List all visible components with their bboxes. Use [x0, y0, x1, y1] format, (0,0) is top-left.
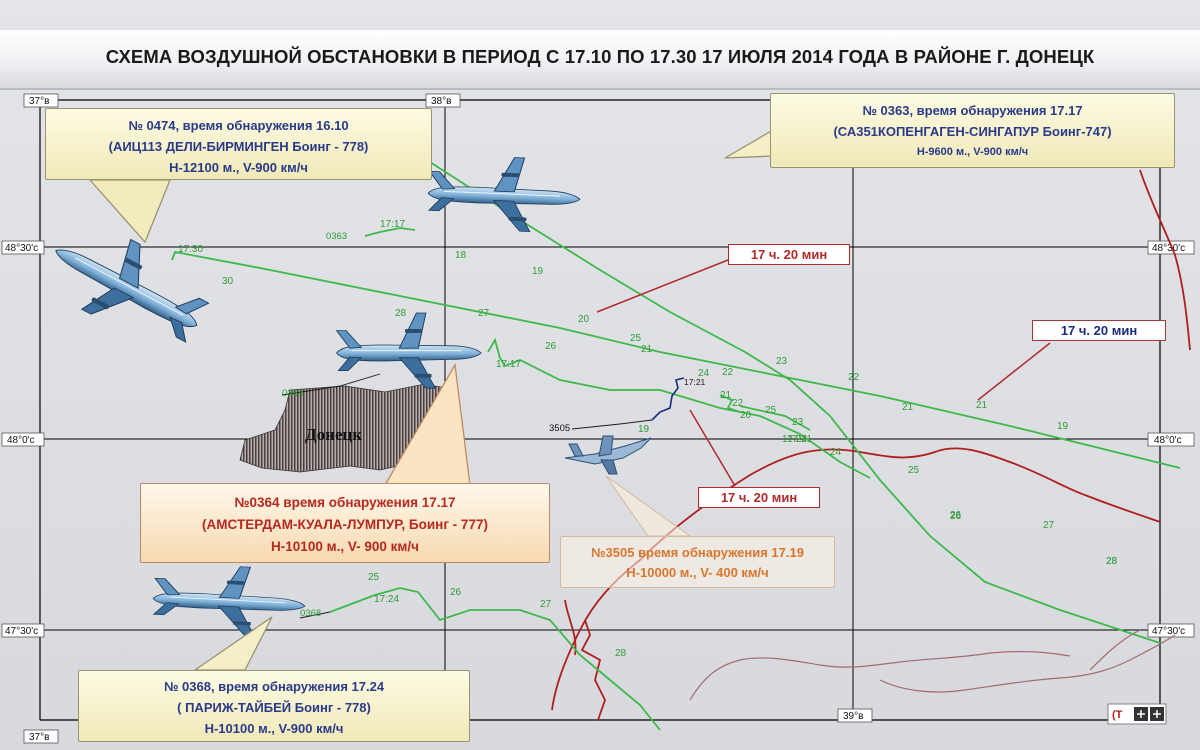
airliner-icon — [425, 153, 584, 235]
marker: 28 — [1106, 556, 1118, 567]
latitude-label: 47°30'с — [1152, 626, 1185, 637]
longitude-label: 38°в — [431, 96, 451, 107]
marker: 26 — [545, 341, 557, 352]
latitude-label: 48°30'с — [5, 243, 38, 254]
marker: 20 — [740, 410, 752, 421]
marker: 25 — [908, 465, 920, 476]
marker: 25 — [630, 333, 642, 344]
marker: 26 — [950, 510, 962, 521]
track-label: 0368 — [300, 608, 321, 619]
callout-pointers — [88, 128, 1051, 671]
airliner-icon — [336, 312, 482, 389]
marker: 25 — [765, 405, 777, 416]
callout-line: (АМСТЕРДАМ-КУАЛА-ЛУМПУР, Боинг - 777) — [202, 517, 488, 532]
marker: 17:17 — [380, 219, 405, 230]
marker: 17:21 — [787, 434, 812, 445]
red-routes — [551, 169, 1191, 721]
latitude-label: 48°0'с — [7, 435, 35, 446]
marker: 28 — [1106, 556, 1118, 567]
marker: 27 — [540, 599, 552, 610]
marker: 24 — [830, 447, 842, 458]
track-label: 0363 — [326, 231, 347, 242]
marker: 19 — [638, 424, 650, 435]
marker: 17:17 — [496, 359, 521, 370]
callout-flight-0368: № 0368, время обнаружения 17.24 ( ПАРИЖ-… — [78, 670, 470, 742]
marker: 19 — [1057, 421, 1069, 432]
marker: 23 — [776, 356, 788, 367]
callout-flight-0363: № 0363, время обнаружения 17.17 (СА351КО… — [770, 93, 1175, 168]
longitude-label: 39°в — [843, 711, 863, 722]
time-label: 17 ч. 20 мин — [728, 244, 850, 265]
marker: 17:30 — [178, 244, 203, 255]
marker: 23 — [792, 417, 804, 428]
callout-flight-3505: №3505 время обнаружения 17.19 Н-10000 м.… — [560, 536, 835, 588]
marker: 17:24 — [374, 594, 399, 605]
longitude-label: 37°в — [29, 96, 49, 107]
map-toolbar-icons[interactable]: (Т — [1107, 703, 1167, 725]
callout-line: № 0474, время обнаружения 16.10 — [128, 118, 349, 133]
callout-line: №3505 время обнаружения 17.19 — [591, 545, 804, 560]
marker: 26 — [950, 511, 962, 522]
callout-line: №0364 время обнаружения 17.17 — [234, 495, 456, 510]
marker: 22 — [722, 367, 734, 378]
track-label: 3505 — [549, 423, 570, 434]
city-label: Донецк — [305, 425, 362, 444]
time-label: 17 ч. 20 мин — [698, 487, 820, 508]
marker: 19 — [532, 266, 544, 277]
marker: 21 — [641, 344, 653, 355]
callout-line: Н-10100 м., V- 900 км/ч — [271, 539, 419, 554]
marker: 28 — [615, 648, 627, 659]
callout-line: Н-12100 м., V-900 км/ч — [169, 160, 308, 175]
marker: 24 — [698, 368, 710, 379]
air-situation-map: 37°в 38°в 39°в 37°в 48°30'с 48°30'с 48°0… — [1, 93, 1195, 744]
callout-line: ( ПАРИЖ-ТАЙБЕЙ Боинг - 778) — [177, 700, 371, 715]
marker: 17:24 — [782, 434, 807, 445]
latitude-label: 48°0'с — [1154, 435, 1182, 446]
longitude-label: 37°в — [29, 732, 49, 743]
airliner-icon — [36, 210, 219, 362]
page-title: СХЕМА ВОЗДУШНОЙ ОБСТАНОВКИ В ПЕРИОД С 17… — [105, 46, 1095, 67]
track-3505 — [651, 377, 685, 421]
callout-line: (АИЦ113 ДЕЛИ-БИРМИНГЕН Боинг - 778) — [108, 139, 369, 154]
brown-routes — [689, 629, 1176, 701]
airliner-icon — [149, 561, 309, 639]
marker: 21 — [902, 402, 914, 413]
title-bar: СХЕМА ВОЗДУШНОЙ ОБСТАНОВКИ В ПЕРИОД С 17… — [0, 30, 1200, 90]
marker: 18 — [455, 250, 467, 261]
marker: 21 — [720, 390, 732, 401]
track-label: 17:21 — [684, 377, 706, 387]
callout-flight-0474: № 0474, время обнаружения 16.10 (АИЦ113 … — [45, 108, 432, 180]
callout-flight-0364: №0364 время обнаружения 17.17 (АМСТЕРДАМ… — [140, 483, 550, 563]
callout-line: Н-10000 м., V- 400 км/ч — [626, 565, 769, 580]
marker: 27 — [478, 308, 490, 319]
marker: 30 — [222, 276, 234, 287]
callout-line: № 0363, время обнаружения 17.17 — [862, 103, 1083, 118]
marker: 20 — [578, 314, 590, 325]
map-grid — [39, 99, 1161, 721]
callout-line: Н-10100 м., V-900 км/ч — [204, 721, 344, 736]
track-label: 0364 — [282, 388, 303, 399]
callout-line: (СА351КОПЕНГАГЕН-СИНГАПУР Боинг-747) — [833, 124, 1112, 139]
marker: 22 — [848, 372, 860, 383]
callout-line: Н-9600 м., V-900 км/ч — [916, 146, 1029, 158]
svg-text:(Т: (Т — [1112, 709, 1123, 721]
marker: 25 — [368, 572, 380, 583]
fighter-jet-icon — [564, 435, 652, 475]
marker: 21 — [976, 400, 988, 411]
latitude-label: 47°30'с — [5, 626, 38, 637]
marker: 26 — [450, 587, 462, 598]
latitude-label: 48°30'с — [1152, 243, 1185, 254]
marker: 27 — [1043, 520, 1055, 531]
callout-line: № 0368, время обнаружения 17.24 — [163, 679, 385, 694]
marker: 28 — [395, 308, 407, 319]
time-label: 17 ч. 20 мин — [1032, 320, 1166, 341]
marker: 22 — [732, 398, 744, 409]
